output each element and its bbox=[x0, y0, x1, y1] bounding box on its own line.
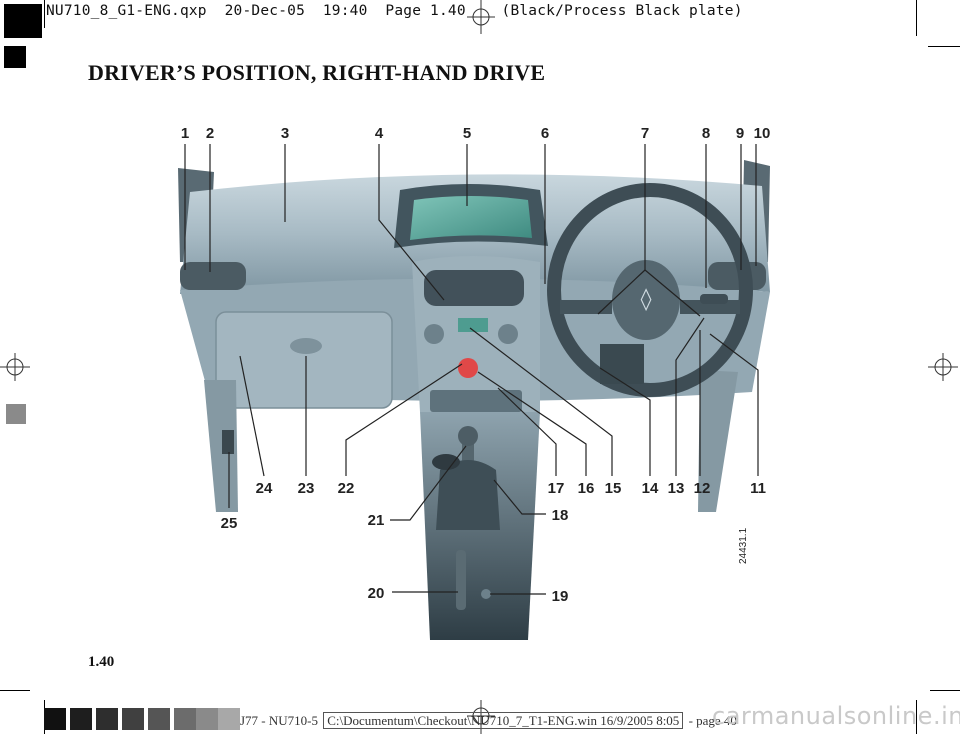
control-knob bbox=[498, 324, 518, 344]
callout-9: 9 bbox=[736, 125, 744, 142]
glovebox bbox=[215, 311, 393, 409]
callout-19: 19 bbox=[552, 588, 569, 605]
crop-square-left bbox=[4, 46, 26, 68]
callout-2: 2 bbox=[206, 125, 214, 142]
crop-line bbox=[916, 700, 917, 734]
callout-5: 5 bbox=[463, 125, 471, 142]
callout-10: 10 bbox=[754, 125, 771, 142]
ashtray bbox=[432, 454, 460, 470]
callout-18: 18 bbox=[552, 507, 569, 524]
color-swatch bbox=[96, 708, 118, 730]
callout-4: 4 bbox=[375, 125, 384, 142]
gear-knob bbox=[458, 426, 478, 446]
radio-unit bbox=[430, 390, 522, 412]
footer-page: - page 40 bbox=[688, 713, 737, 728]
steering-wheel bbox=[547, 183, 753, 397]
handbrake-button bbox=[481, 589, 491, 599]
logo-icon: ◊ bbox=[641, 287, 652, 312]
center-air-vent bbox=[424, 270, 524, 306]
bonnet-release bbox=[222, 430, 234, 454]
crop-line bbox=[0, 690, 30, 691]
color-swatch bbox=[122, 708, 144, 730]
door-trim-right bbox=[698, 370, 738, 512]
footer-code: J77 - NU710-5 bbox=[240, 713, 318, 728]
air-vent-left bbox=[180, 262, 246, 290]
glovebox-handle bbox=[290, 338, 322, 354]
slug-page: Page 1.40 bbox=[385, 3, 466, 19]
callout-25: 25 bbox=[221, 515, 238, 532]
gear-boot bbox=[436, 460, 500, 530]
hazard-warning-button bbox=[458, 358, 478, 378]
steering-column bbox=[600, 344, 644, 384]
color-swatch bbox=[174, 708, 196, 730]
callout-11: 11 bbox=[750, 480, 766, 497]
callout-3: 3 bbox=[281, 125, 289, 142]
slug-time: 19:40 bbox=[322, 3, 368, 19]
color-swatch bbox=[148, 708, 170, 730]
registration-mark-bottom bbox=[467, 700, 495, 734]
registration-mark-right bbox=[928, 353, 958, 381]
control-knob bbox=[424, 324, 444, 344]
callout-24: 24 bbox=[256, 480, 273, 497]
print-slug: NU710_8_G1-ENG.qxp 20-Dec-05 19:40 Page … bbox=[46, 3, 743, 19]
callout-1: 1 bbox=[181, 125, 189, 142]
crop-line bbox=[930, 690, 960, 691]
color-swatch bbox=[196, 708, 218, 730]
slug-filename: NU710_8_G1-ENG.qxp bbox=[46, 3, 207, 19]
crop-line bbox=[928, 46, 960, 47]
steering-hub bbox=[612, 260, 680, 340]
footer-path: C:\Documentum\Checkout\NU710_7_T1-ENG.wi… bbox=[323, 712, 684, 729]
color-swatch bbox=[70, 708, 92, 730]
callout-23: 23 bbox=[298, 480, 315, 497]
callout-14: 14 bbox=[642, 480, 659, 497]
crop-square-top-left bbox=[4, 4, 42, 38]
print-footer: J77 - NU710-5 C:\Documentum\Checkout\NU7… bbox=[240, 712, 737, 729]
callout-22: 22 bbox=[338, 480, 355, 497]
registration-mark-top bbox=[467, 0, 495, 34]
callout-7: 7 bbox=[641, 125, 649, 142]
crop-line bbox=[44, 0, 45, 28]
figure-code: 24431.1 bbox=[738, 527, 749, 564]
callout-17: 17 bbox=[548, 480, 565, 497]
center-display bbox=[458, 318, 488, 332]
page-number: 1.40 bbox=[88, 654, 115, 670]
watermark: carmanualsonline.info bbox=[712, 702, 960, 730]
instrument-display bbox=[410, 196, 532, 240]
stalk-right bbox=[700, 294, 728, 304]
grey-square bbox=[6, 404, 26, 424]
slug-date: 20-Dec-05 bbox=[224, 3, 305, 19]
callout-15: 15 bbox=[605, 480, 622, 497]
handbrake bbox=[456, 550, 466, 610]
callout-6: 6 bbox=[541, 125, 549, 142]
callout-20: 20 bbox=[368, 585, 385, 602]
crop-line bbox=[916, 0, 917, 36]
callout-21: 21 bbox=[368, 512, 385, 529]
callout-12: 12 bbox=[694, 480, 711, 497]
color-swatch bbox=[44, 708, 66, 730]
callout-13: 13 bbox=[668, 480, 685, 497]
callout-16: 16 bbox=[578, 480, 595, 497]
registration-mark-left bbox=[0, 353, 30, 381]
slug-plate: (Black/Process Black plate) bbox=[501, 3, 743, 19]
color-swatch bbox=[218, 708, 240, 730]
page-title: DRIVER’S POSITION, RIGHT-HAND DRIVE bbox=[88, 60, 546, 85]
steering-spoke bbox=[560, 300, 612, 314]
callout-leaders bbox=[184, 144, 759, 595]
callout-8: 8 bbox=[702, 125, 710, 142]
